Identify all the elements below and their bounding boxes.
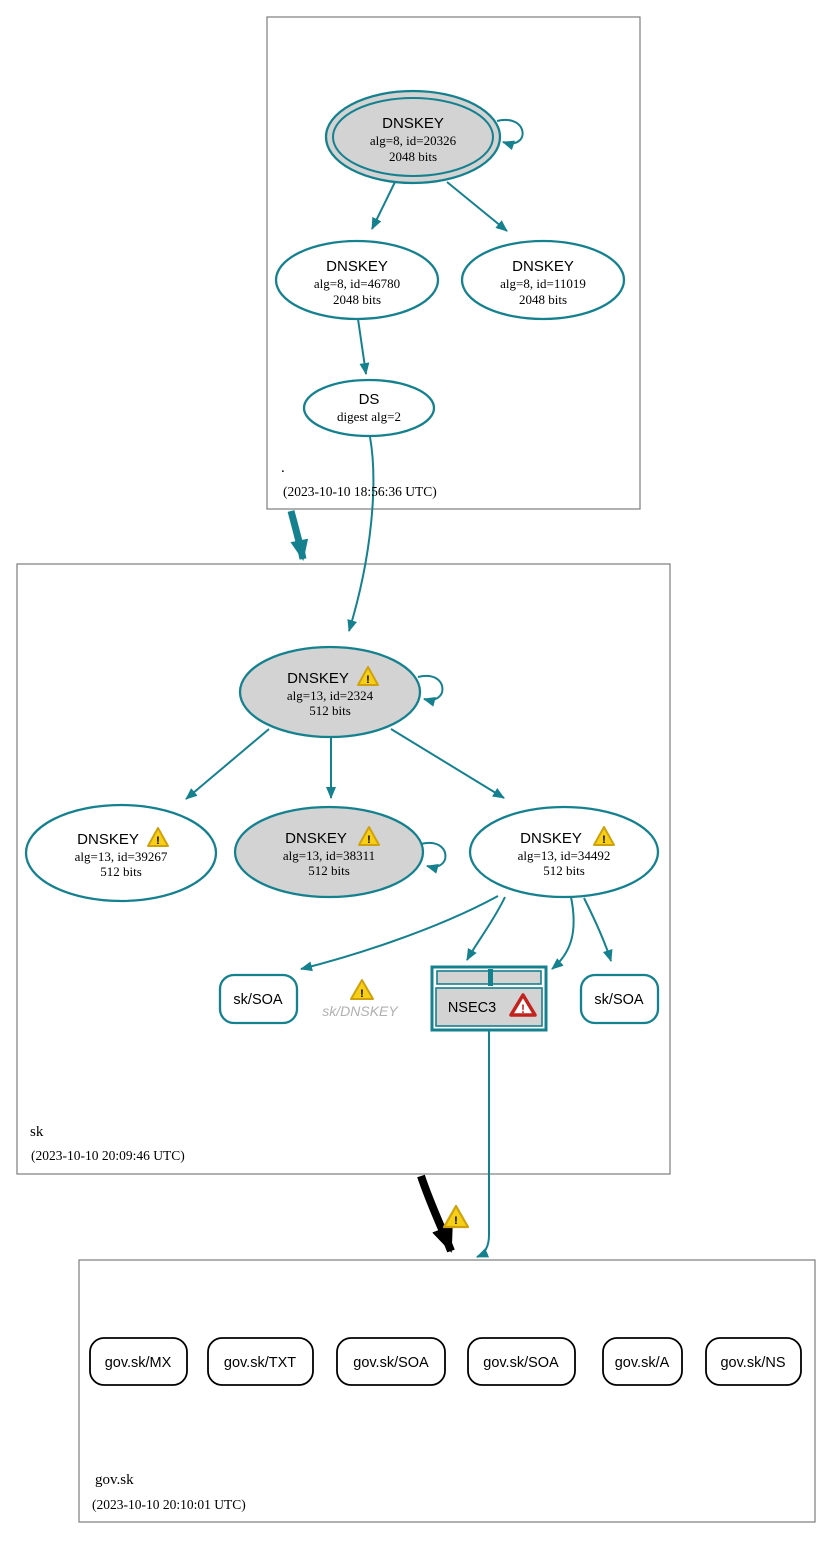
node-detail: 2048 bits	[333, 292, 381, 307]
rrset-label: sk/SOA	[594, 992, 643, 1008]
node-detail: alg=13, id=34492	[518, 848, 611, 863]
node-title: DNSKEY	[285, 830, 347, 847]
rrset-label: gov.sk/A	[615, 1355, 670, 1371]
node-govsk-a: gov.sk/A	[602, 1337, 683, 1386]
node-sk-soa-left: sk/SOA	[218, 973, 299, 1025]
node-title: DNSKEY	[287, 670, 349, 687]
node-govsk-txt: gov.sk/TXT	[207, 1337, 314, 1386]
node-root-dnskey-20326: DNSKEY alg=8, id=20326 2048 bits	[324, 89, 502, 185]
govsk-zone-timestamp: (2023-10-10 20:10:01 UTC)	[92, 1497, 246, 1512]
root-zone-box	[266, 16, 641, 510]
node-sk-soa-right: sk/SOA	[579, 973, 660, 1025]
govsk-zone-label: gov.sk	[95, 1472, 134, 1488]
edge-34492-to-soa-right	[583, 897, 613, 962]
root-zone-timestamp: (2023-10-10 18:56:36 UTC)	[283, 484, 437, 499]
svg-text:!: !	[156, 835, 160, 847]
edge-ds-to-sk-ksk	[347, 436, 375, 632]
node-title: DNSKEY	[382, 115, 444, 132]
sk-zone-label: sk	[30, 1124, 44, 1140]
edge-nsec3-to-govsk	[476, 1031, 490, 1258]
node-title: DNSKEY	[326, 258, 388, 275]
edge-sk-ksk-to-39267	[185, 728, 270, 800]
nsec3-label: NSEC3	[448, 1000, 496, 1016]
node-detail: 512 bits	[543, 863, 585, 878]
edge-sk-ksk-to-34492	[390, 728, 505, 799]
node-govsk-mx: gov.sk/MX	[89, 1337, 188, 1386]
node-root-ds: DS digest alg=2	[302, 378, 436, 438]
node-detail: 512 bits	[308, 863, 350, 878]
govsk-zone-box	[78, 1259, 816, 1523]
node-sk-dnskey-38311: DNSKEY ! alg=13, id=38311 512 bits	[233, 805, 425, 899]
svg-text:!: !	[367, 834, 371, 846]
rrset-label: sk/SOA	[233, 992, 282, 1008]
warning-icon: !	[593, 826, 615, 846]
rrset-label: gov.sk/MX	[105, 1355, 172, 1371]
node-sk-dnskey-missing: ! sk/DNSKEY	[322, 979, 399, 1019]
node-title: DS	[359, 391, 380, 408]
svg-text:!: !	[454, 1215, 458, 1227]
svg-text:!: !	[360, 988, 364, 1000]
node-detail: alg=8, id=20326	[370, 133, 457, 148]
edge-delegation-root-to-sk	[287, 510, 309, 561]
svg-text:!: !	[521, 1002, 525, 1016]
node-root-dnskey-46780: DNSKEY alg=8, id=46780 2048 bits	[274, 239, 440, 321]
root-zone-label: .	[281, 460, 285, 476]
error-icon: !	[509, 993, 537, 1017]
sk-zone-timestamp: (2023-10-10 20:09:46 UTC)	[31, 1148, 185, 1163]
warning-icon: !	[358, 826, 380, 846]
rrset-label: gov.sk/SOA	[483, 1355, 559, 1371]
node-govsk-ns: gov.sk/NS	[705, 1337, 802, 1386]
node-detail: alg=8, id=46780	[314, 276, 400, 291]
node-detail: 2048 bits	[519, 292, 567, 307]
node-detail: alg=13, id=2324	[287, 688, 374, 703]
edge-34492-to-nsec3-a	[466, 896, 506, 961]
node-sk-dnskey-34492: DNSKEY ! alg=13, id=34492 512 bits	[468, 805, 660, 899]
warning-icon: !	[147, 827, 169, 847]
warning-icon: !	[357, 666, 379, 686]
edge-root-ksk-to-zsk2	[446, 181, 508, 232]
node-sk-nsec3: NSEC3 !	[430, 965, 548, 1032]
node-title: DNSKEY	[512, 258, 574, 275]
edge-34492-to-nsec3-b	[551, 896, 575, 970]
node-root-dnskey-11019: DNSKEY alg=8, id=11019 2048 bits	[460, 239, 626, 321]
node-detail: alg=13, id=39267	[75, 849, 168, 864]
rrset-label: gov.sk/SOA	[353, 1355, 429, 1371]
edge-zsk1-to-ds	[357, 318, 370, 375]
rrset-label: gov.sk/NS	[720, 1355, 785, 1371]
sk-zone-box	[16, 563, 671, 1175]
node-sk-dnskey-2324: DNSKEY ! alg=13, id=2324 512 bits	[238, 645, 422, 739]
node-title: DNSKEY	[77, 831, 139, 848]
svg-text:!: !	[366, 674, 370, 686]
node-detail: 512 bits	[309, 703, 351, 718]
node-detail: alg=8, id=11019	[500, 276, 586, 291]
delegation-warning-icon: !	[442, 1204, 470, 1229]
node-detail: alg=13, id=38311	[283, 848, 375, 863]
rrset-label: gov.sk/TXT	[224, 1355, 296, 1371]
edge-delegation-sk-to-govsk	[417, 1174, 455, 1253]
node-detail: 512 bits	[100, 864, 142, 879]
missing-rrset-label: sk/DNSKEY	[322, 1003, 399, 1019]
node-title: DNSKEY	[520, 830, 582, 847]
edge-38311-selfloop	[420, 841, 447, 874]
svg-text:!: !	[602, 834, 606, 846]
edge-root-ksk-to-zsk1	[371, 181, 396, 230]
warning-icon: !	[350, 979, 374, 1000]
node-govsk-soa-2: gov.sk/SOA	[467, 1337, 576, 1386]
edge-root-ksk-selfloop	[496, 118, 524, 151]
node-sk-dnskey-39267: DNSKEY ! alg=13, id=39267 512 bits	[24, 803, 218, 903]
edge-34492-to-soa-left	[300, 895, 499, 972]
node-detail: 2048 bits	[389, 149, 437, 164]
node-govsk-soa-1: gov.sk/SOA	[336, 1337, 446, 1386]
edge-sk-ksk-selfloop	[417, 674, 444, 707]
node-detail: digest alg=2	[337, 409, 401, 424]
